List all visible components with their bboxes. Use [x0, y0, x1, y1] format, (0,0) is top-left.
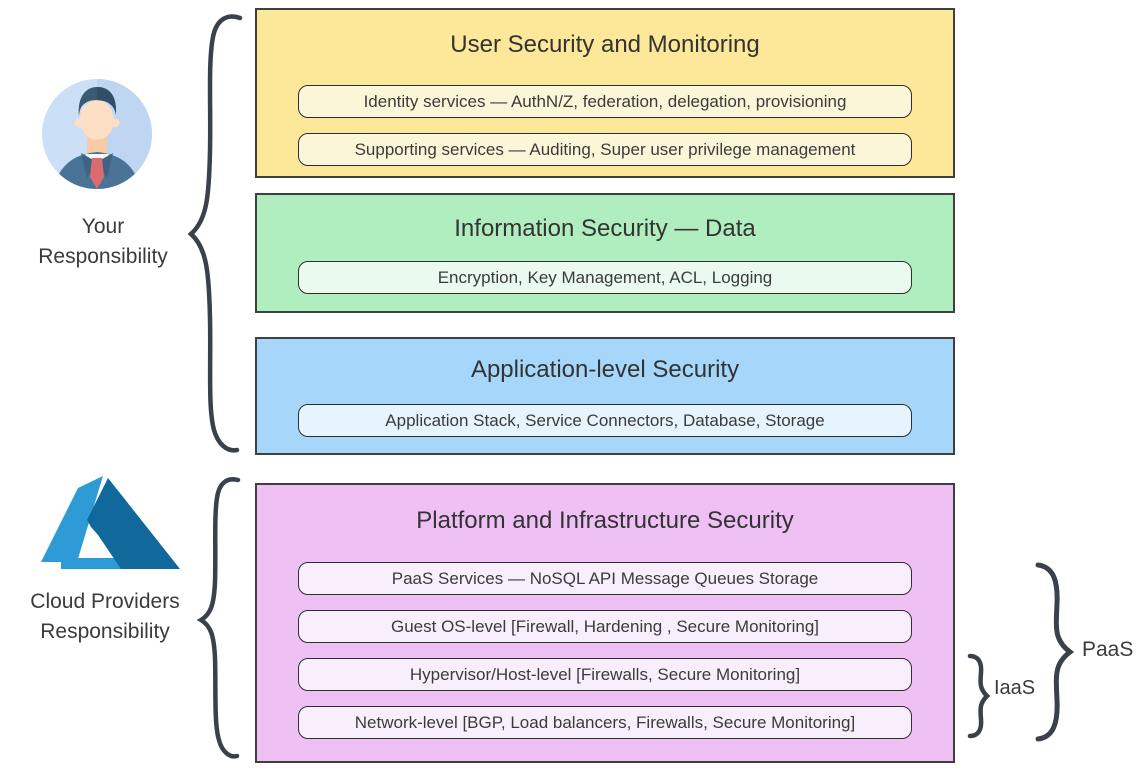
layer-information-security: Information Security — Data Encryption, … — [255, 193, 955, 313]
your-responsibility-label: Your Responsibility — [10, 212, 196, 272]
your-responsibility-line1: Your — [81, 215, 125, 238]
paas-label: PaaS — [1082, 638, 1134, 661]
cloud-providers-brace — [194, 472, 254, 764]
paas-brace — [1030, 560, 1076, 744]
layer-information-security-title: Information Security — Data — [454, 215, 756, 242]
cloud-providers-line1: Cloud Providers — [30, 590, 180, 613]
pill-network: Network-level [BGP, Load balancers, Fire… — [298, 706, 912, 739]
pill-hypervisor: Hypervisor/Host-level [Firewalls, Secure… — [298, 658, 912, 691]
your-responsibility-line2: Responsibility — [38, 245, 168, 268]
iaas-brace — [965, 652, 991, 740]
pill-application-stack: Application Stack, Service Connectors, D… — [298, 404, 912, 437]
cloud-providers-line2: Responsibility — [40, 620, 170, 643]
layer-platform-security: Platform and Infrastructure Security Paa… — [255, 483, 955, 763]
user-avatar-icon — [41, 78, 153, 190]
pill-identity-services: Identity services — AuthN/Z, federation,… — [298, 85, 912, 118]
layer-user-security-title: User Security and Monitoring — [450, 31, 760, 58]
layer-platform-security-title: Platform and Infrastructure Security — [416, 507, 794, 534]
layer-application-security: Application-level Security Application S… — [255, 337, 955, 455]
pill-paas-services: PaaS Services — NoSQL API Message Queues… — [298, 562, 912, 595]
your-responsibility-brace — [180, 6, 248, 458]
iaas-label: IaaS — [994, 677, 1036, 699]
pill-supporting-services: Supporting services — Auditing, Super us… — [298, 133, 912, 166]
layer-application-security-title: Application-level Security — [470, 356, 740, 383]
pill-encryption: Encryption, Key Management, ACL, Logging — [298, 261, 912, 294]
layer-user-security: User Security and Monitoring Identity se… — [255, 8, 955, 178]
cloud-providers-responsibility-label: Cloud Providers Responsibility — [2, 587, 208, 647]
azure-logo-icon — [30, 474, 180, 579]
pill-guest-os: Guest OS-level [Firewall, Hardening , Se… — [298, 610, 912, 643]
